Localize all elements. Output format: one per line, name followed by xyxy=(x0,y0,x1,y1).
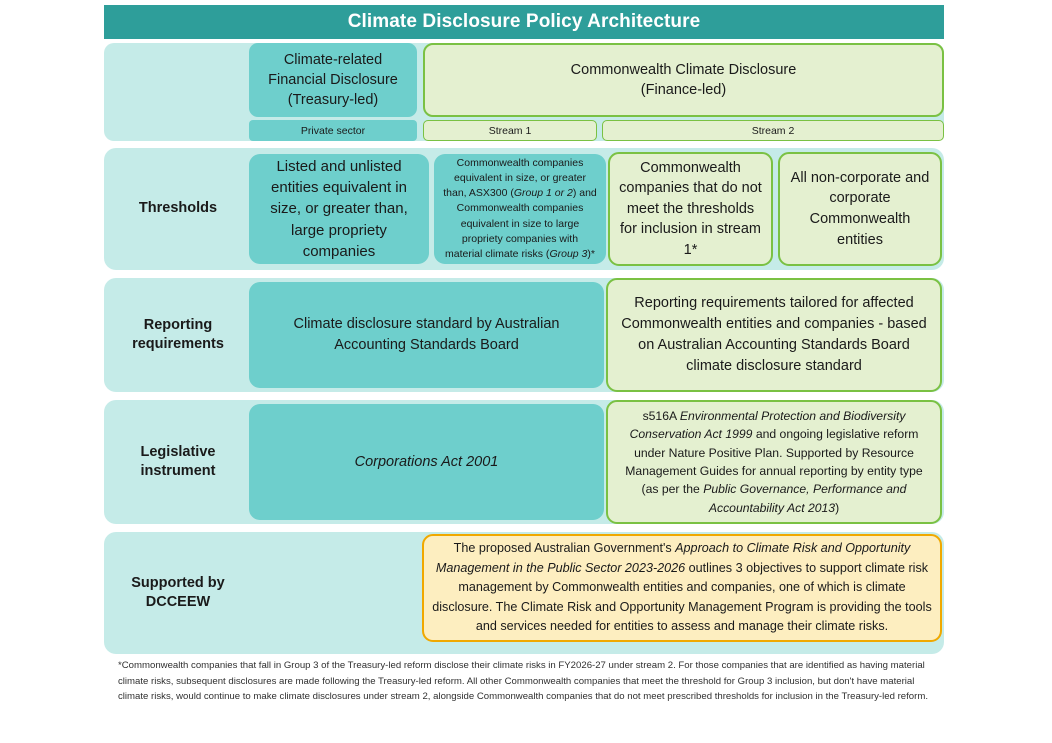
threshold-cell-private-sector: Listed and unlisted entities equivalent … xyxy=(249,154,429,264)
threshold-cell-commonwealth-groups: Commonwealth companies equivalent in siz… xyxy=(434,154,606,264)
footnote-text: *Commonwealth companies that fall in Gro… xyxy=(118,660,928,703)
threshold-stream-1-excluded-text: Commonwealth companies that do not meet … xyxy=(619,159,762,258)
legislative-cell-epbc-act: s516A Environmental Protection and Biodi… xyxy=(606,400,942,524)
finance-led-box: Commonwealth Climate Disclosure(Finance-… xyxy=(423,43,944,117)
reporting-cell-aasb-standard: Climate disclosure standard by Australia… xyxy=(249,282,604,388)
threshold-all-entities-text: All non-corporate and corporate Commonwe… xyxy=(790,169,930,248)
stream-1-label: Stream 1 xyxy=(488,124,532,137)
reporting-tailored-requirements-text: Reporting requirements tailored for affe… xyxy=(621,294,927,375)
supported-dcceew-program-text: The proposed Australian Government's App… xyxy=(432,541,932,634)
row-label-thresholds: Thresholds xyxy=(138,200,218,217)
row-thresholds: Thresholds Listed and unlisted entities … xyxy=(104,148,944,270)
legislative-cell-corporations-act: Corporations Act 2001 xyxy=(249,404,604,520)
diagram-title-bar: Climate Disclosure Policy Architecture xyxy=(104,5,944,39)
stream-2-label: Stream 2 xyxy=(751,124,795,137)
stream-label-stream-2: Stream 2 xyxy=(602,120,944,141)
stream-label-private-sector: Private sector xyxy=(249,120,417,141)
reporting-cell-tailored-requirements: Reporting requirements tailored for affe… xyxy=(606,278,942,392)
supported-cell-dcceew-program: The proposed Australian Government's App… xyxy=(422,534,942,642)
private-sector-label: Private sector xyxy=(300,124,366,137)
threshold-cell-stream-1-excluded: Commonwealth companies that do not meet … xyxy=(608,152,773,266)
stream-label-stream-1: Stream 1 xyxy=(423,120,597,141)
threshold-cell-all-entities: All non-corporate and corporate Commonwe… xyxy=(778,152,942,266)
finance-led-label: Commonwealth Climate Disclosure(Finance-… xyxy=(570,61,797,98)
reporting-aasb-standard-text: Climate disclosure standard by Australia… xyxy=(293,315,560,353)
legislative-epbc-act-text: s516A Environmental Protection and Biodi… xyxy=(625,409,923,515)
threshold-private-sector-text: Listed and unlisted entities equivalent … xyxy=(270,157,408,260)
legislative-corporations-act-text: Corporations Act 2001 xyxy=(354,454,499,470)
page-title: Climate Disclosure Policy Architecture xyxy=(347,11,701,32)
threshold-commonwealth-groups-text: Commonwealth companies equivalent in siz… xyxy=(443,156,597,261)
